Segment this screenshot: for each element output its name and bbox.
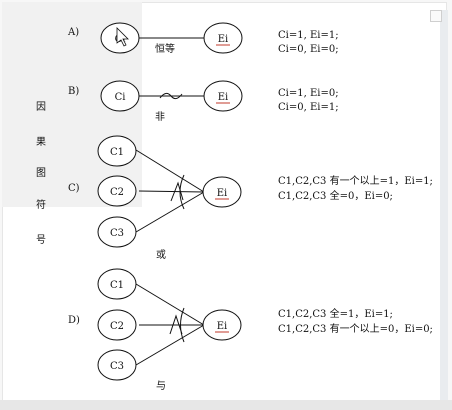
rule-line-1: C1,C2,C3 有一个以上=1，Ei=1; (278, 174, 433, 187)
effect-node-label: Ei (218, 34, 229, 45)
cause-node-label: C2 (110, 187, 124, 198)
relation-label: 恒等 (155, 42, 175, 55)
row-label: C) (68, 183, 80, 194)
and-symbol (169, 314, 183, 335)
relation-label: 或 (156, 249, 166, 261)
rule-line-2: C1,C2,C3 有一个以上=0，Ei=0; (278, 322, 433, 335)
row-or: C) C1 C2 C3 Ei 或 C1,C2,C3 有一个以上=1，Ei=1; … (68, 135, 433, 261)
relation-label: 非 (155, 111, 165, 123)
cause-node (97, 135, 137, 167)
cause-node-label: C3 (110, 361, 124, 372)
effect-node (203, 80, 243, 112)
rule-line-2: C1,C2,C3 全=0，Ei=0; (278, 189, 393, 202)
rule-line-1: Ci=1, Ei=0; (278, 88, 339, 99)
effect-node-label: Ei (218, 92, 229, 103)
corner-box (430, 10, 442, 22)
rule-line-1: C1,C2,C3 全=1，Ei=1; (278, 307, 393, 320)
effect-node-label: Ei (217, 321, 228, 332)
input-link-3 (135, 324, 205, 366)
side-title-char-2: 果 (36, 136, 46, 148)
or-arc (179, 174, 185, 210)
cause-node-label: C1 (110, 280, 124, 291)
effect-node-label: Ei (217, 188, 228, 199)
cause-node (97, 175, 137, 207)
cause-node-label: C1 (110, 147, 124, 158)
effect-node (202, 176, 242, 208)
or-symbol (170, 181, 184, 202)
cause-node (100, 80, 140, 112)
and-arc (180, 307, 185, 343)
input-link-3 (135, 191, 205, 233)
bottom-edge-shade (0, 400, 452, 410)
effect-node (203, 22, 243, 54)
effect-label-underlines (215, 44, 230, 333)
cause-node-label: C3 (110, 228, 124, 239)
input-link-1 (135, 149, 205, 193)
rule-line-2: Ci=0, Ei=1; (278, 102, 339, 113)
row-label: D) (68, 315, 80, 326)
side-title-char-5: 号 (36, 234, 46, 246)
rule-line-1: Ci=1, Ei=1; (278, 30, 339, 41)
side-title-char-3: 图 (36, 167, 46, 179)
cause-node (97, 349, 137, 381)
cause-node (97, 268, 137, 300)
cause-node (97, 309, 137, 341)
side-title-char-4: 符 (36, 198, 46, 211)
side-title: 因 果 图 符 号 (36, 101, 46, 246)
row-label: A) (67, 27, 79, 38)
right-edge-shade (440, 10, 448, 402)
cause-node-label: Ci (115, 92, 126, 103)
input-link-2 (138, 190, 205, 193)
side-title-char-1: 因 (36, 101, 46, 113)
row-identity: A) Ci Ei 恒等 Ci=1, Ei=1; Ci=0, Ei=0; (67, 22, 339, 55)
row-and: D) C1 C2 C3 Ei 与 C1,C2,C3 全=1，Ei=1; C1,C… (68, 268, 433, 392)
rule-line-2: Ci=0, Ei=0; (278, 44, 339, 55)
row-label: B) (68, 86, 79, 97)
mouse-cursor-icon (116, 27, 129, 47)
negation-tilde (159, 92, 183, 100)
cause-node (97, 216, 137, 248)
input-link-1 (135, 283, 205, 326)
cause-node-label: C2 (110, 321, 124, 332)
relation-label: 与 (156, 380, 166, 392)
effect-node (202, 309, 242, 341)
row-negation: B) Ci Ei 非 Ci=1, Ei=0; Ci=0, Ei=1; (68, 80, 339, 123)
